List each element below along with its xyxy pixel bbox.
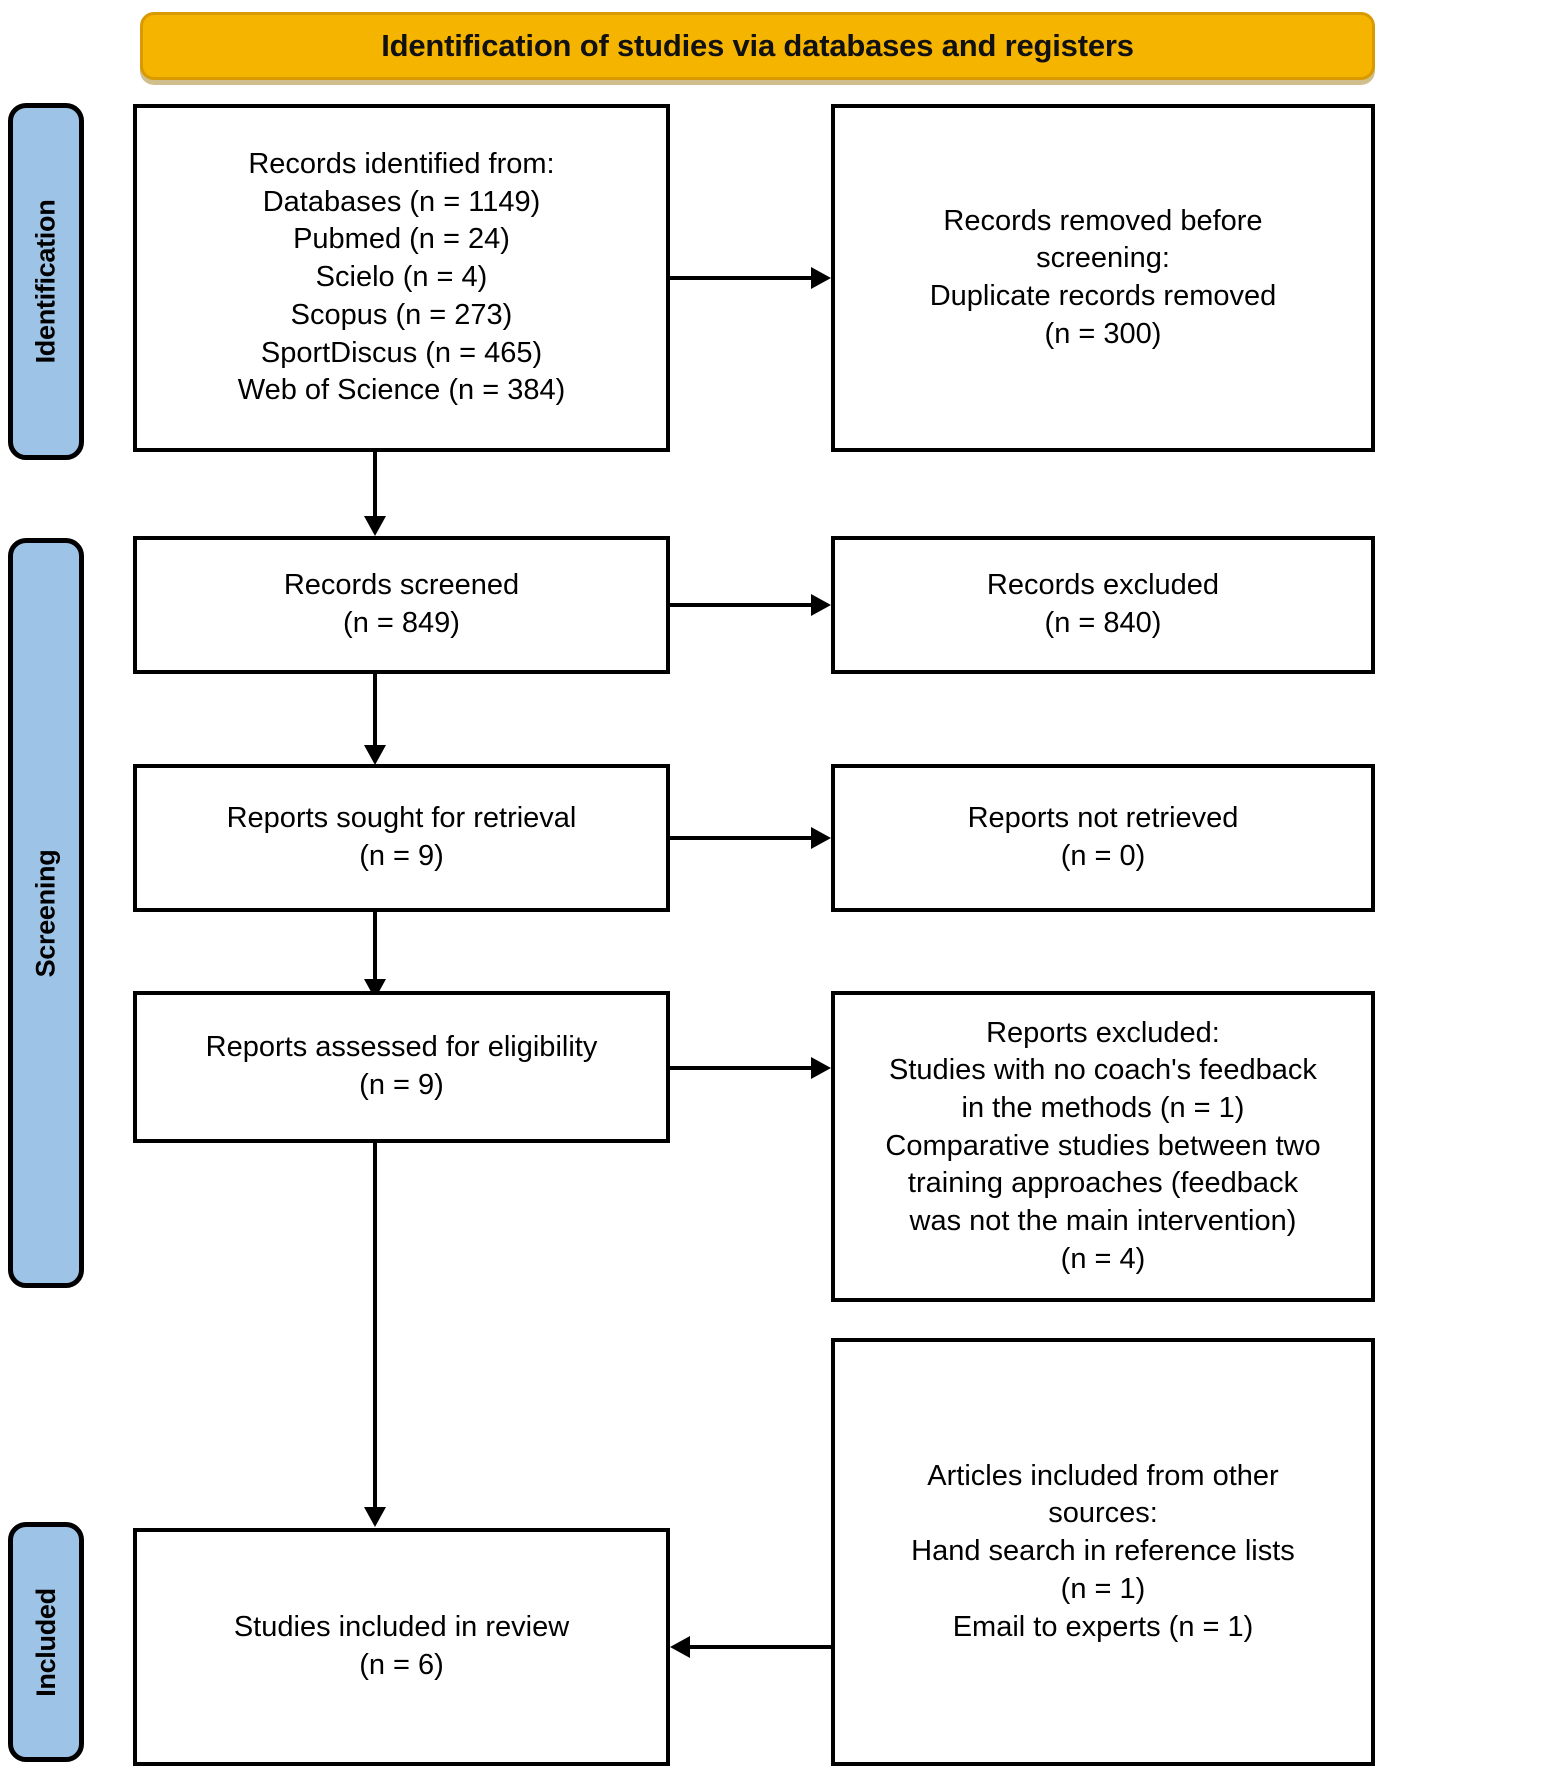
node-reports-not-retrieved-text: Reports not retrieved (n = 0) [967, 802, 1239, 872]
edge-sought-to-notretrieved-arrowhead [811, 827, 831, 849]
edge-identified-to-removed-line [670, 276, 811, 280]
stage-bar-screening: Screening [8, 538, 84, 1288]
node-records-screened-text: Records screened (n = 849) [283, 569, 520, 639]
node-other-sources: Articles included from other sources: Ha… [831, 1338, 1375, 1766]
edge-screened-to-sought-line [373, 674, 377, 756]
stage-bar-identification: Identification [8, 103, 84, 460]
node-reports-excluded-text: Reports excluded: Studies with no coach'… [885, 1016, 1321, 1275]
node-records-removed: Records removed before screening: Duplic… [831, 104, 1375, 452]
node-reports-assessed: Reports assessed for eligibility (n = 9) [133, 991, 670, 1143]
diagram-title: Identification of studies via databases … [381, 28, 1134, 63]
stage-label-screening: Screening [30, 849, 61, 977]
edge-assessed-to-excluded-line [670, 1066, 811, 1070]
node-reports-not-retrieved: Reports not retrieved (n = 0) [831, 764, 1375, 912]
edge-identified-to-removed-arrowhead [811, 267, 831, 289]
edge-assessed-to-included-line [373, 1143, 377, 1518]
node-studies-included: Studies included in review (n = 6) [133, 1528, 670, 1766]
stage-bar-included: Included [8, 1522, 84, 1762]
edge-othersources-to-included-line [690, 1645, 831, 1649]
edge-screened-to-excluded-arrowhead [811, 594, 831, 616]
node-records-excluded: Records excluded (n = 840) [831, 536, 1375, 674]
node-records-excluded-text: Records excluded (n = 840) [986, 569, 1220, 639]
edge-screened-to-excluded-line [670, 603, 811, 607]
stage-label-included: Included [30, 1587, 61, 1697]
node-records-identified-text: Records identified from: Databases (n = … [237, 148, 566, 407]
node-records-identified: Records identified from: Databases (n = … [133, 104, 670, 452]
node-reports-assessed-text: Reports assessed for eligibility (n = 9) [205, 1031, 598, 1101]
node-records-screened: Records screened (n = 849) [133, 536, 670, 674]
edge-othersources-to-included-arrowhead [670, 1636, 690, 1658]
edge-sought-to-assessed-line [373, 912, 377, 990]
node-reports-sought: Reports sought for retrieval (n = 9) [133, 764, 670, 912]
edge-sought-to-notretrieved-line [670, 836, 811, 840]
edge-screened-to-sought-arrowhead [364, 745, 386, 765]
edge-assessed-to-included-arrowhead [364, 1507, 386, 1527]
stage-label-identification: Identification [30, 199, 61, 364]
edge-assessed-to-excluded-arrowhead [811, 1057, 831, 1079]
node-records-removed-text: Records removed before screening: Duplic… [929, 204, 1277, 350]
node-studies-included-text: Studies included in review (n = 6) [233, 1611, 570, 1681]
node-reports-excluded: Reports excluded: Studies with no coach'… [831, 991, 1375, 1302]
edge-identified-to-screened-line [373, 452, 377, 527]
node-other-sources-text: Articles included from other sources: Ha… [911, 1459, 1295, 1643]
node-reports-sought-text: Reports sought for retrieval (n = 9) [226, 802, 577, 872]
edge-identified-to-screened-arrowhead [364, 516, 386, 536]
diagram-header-banner: Identification of studies via databases … [140, 12, 1375, 80]
